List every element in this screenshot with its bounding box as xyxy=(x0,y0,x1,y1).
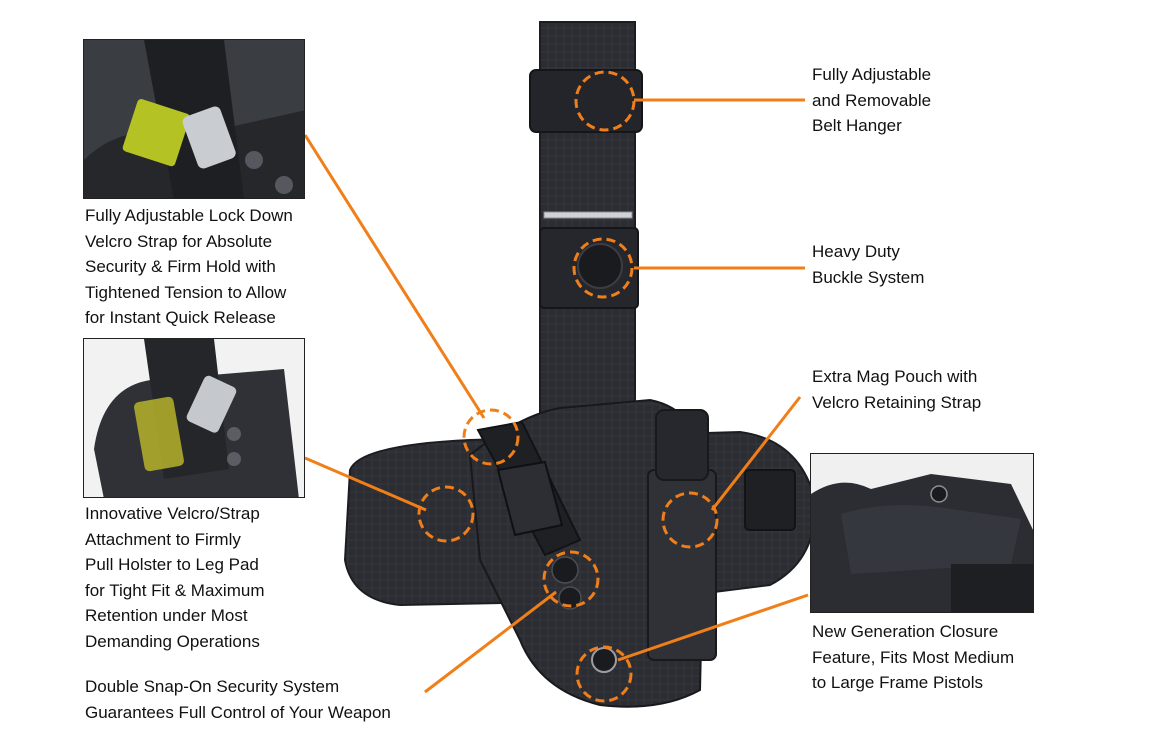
strap-closeup-photo xyxy=(84,40,304,198)
ring-closure xyxy=(575,645,633,703)
label-closure-feature: New Generation Closure Feature, Fits Mos… xyxy=(812,622,1015,692)
label-belt-hanger: Fully Adjustable and Removable Belt Hang… xyxy=(812,65,932,135)
ring-belt-hanger xyxy=(574,70,636,132)
callout-line-mag-pouch xyxy=(710,396,802,511)
callout-line-double-snap xyxy=(424,590,557,694)
mag-flap xyxy=(655,409,709,481)
buckle-snap xyxy=(577,243,623,289)
side-release-buckle xyxy=(496,460,564,537)
closure-emblem xyxy=(591,647,617,673)
pad-closeup-photo xyxy=(84,339,304,497)
label-buckle-system: Heavy Duty Buckle System xyxy=(812,242,925,287)
label-mag-pouch: Extra Mag Pouch with Velcro Retaining St… xyxy=(812,367,982,412)
ring-lockdown xyxy=(462,408,520,466)
callout-line-velcro xyxy=(304,456,427,512)
snap-upper xyxy=(551,556,579,584)
metal-clip xyxy=(543,211,633,219)
inset-right xyxy=(810,453,1034,613)
ring-mag-pouch xyxy=(661,491,719,549)
label-double-snap: Double Snap-On Security System Guarantee… xyxy=(85,677,391,722)
ring-buckle xyxy=(572,237,634,299)
inset-top-left xyxy=(83,39,305,199)
closure-closeup-photo xyxy=(811,454,1033,612)
side-strap xyxy=(744,469,796,531)
inset-middle-left xyxy=(83,338,305,498)
label-velcro-attachment: Innovative Velcro/Strap Attachment to Fi… xyxy=(85,504,265,651)
ring-double-snap xyxy=(542,550,600,608)
callout-line-lockdown xyxy=(303,134,486,419)
ring-velcro xyxy=(417,485,475,543)
snap-lower xyxy=(558,586,582,610)
label-lock-down-strap: Fully Adjustable Lock Down Velcro Strap … xyxy=(85,206,293,327)
callout-line-closure xyxy=(617,593,809,662)
